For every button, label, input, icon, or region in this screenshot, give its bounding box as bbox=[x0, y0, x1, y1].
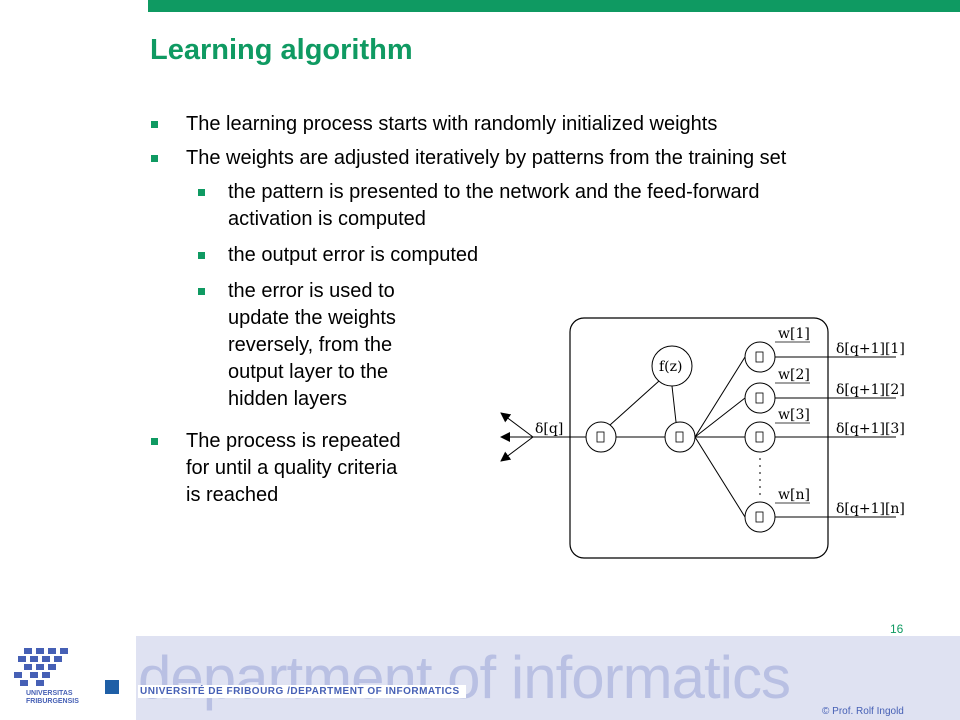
bullet-text: The learning process starts with randoml… bbox=[186, 113, 718, 135]
sub-bullet-text: reversely, from the bbox=[228, 334, 393, 356]
weight-label: w[3] bbox=[778, 407, 810, 423]
bullet-item: The weights are adjusted iteratively by … bbox=[151, 145, 787, 172]
university-logo: UNIVERSITAS FRIBURGENSIS bbox=[14, 648, 79, 705]
sub-bullet-text: the error is used to bbox=[228, 280, 395, 302]
bullet-square-icon bbox=[151, 438, 158, 445]
output-node bbox=[744, 421, 776, 453]
department-wordmark: department of informatics bbox=[138, 644, 791, 711]
sub-bullet-text: activation is computed bbox=[228, 208, 426, 230]
bullet-text: for until a quality criteria bbox=[186, 457, 398, 479]
sub-bullet-item: the pattern is presented to the network … bbox=[198, 179, 760, 233]
weight-label: w[1] bbox=[778, 326, 810, 342]
delta-out-label: δ[q+1][1] bbox=[836, 341, 905, 357]
sub-bullet-text: the pattern is presented to the network … bbox=[228, 181, 760, 203]
bullet-square-icon bbox=[198, 252, 205, 259]
copyright-notice: © Prof. Rolf Ingold bbox=[822, 706, 904, 717]
sub-bullet-text: update the weights bbox=[228, 307, 396, 329]
logo-text: FRIBURGENSIS bbox=[26, 698, 79, 705]
neuron-box bbox=[569, 317, 829, 559]
sub-bullet-item: the output error is computed bbox=[198, 242, 479, 269]
page-number: 16 bbox=[890, 622, 904, 636]
delta-out-label: δ[q+1][n] bbox=[836, 501, 905, 517]
bullet-square-icon bbox=[151, 155, 158, 162]
function-label: f(z) bbox=[659, 359, 682, 375]
logo-mosaic-icon bbox=[14, 648, 68, 686]
bullet-square-icon bbox=[198, 288, 205, 295]
output-node bbox=[744, 501, 776, 533]
sub-bullet-text: the output error is computed bbox=[228, 244, 479, 266]
backprop-arrow bbox=[500, 436, 534, 462]
weight-label: w[2] bbox=[778, 367, 810, 383]
delta-in-label: δ[q] bbox=[535, 421, 563, 437]
bullet-text: The process is repeated bbox=[186, 430, 401, 452]
sub-bullet-text: output layer to the bbox=[228, 361, 389, 383]
sub-bullet-text: hidden layers bbox=[228, 388, 347, 410]
sum-node bbox=[664, 421, 696, 453]
delta-out-label: δ[q+1][2] bbox=[836, 382, 905, 398]
brand-square-icon bbox=[105, 680, 119, 694]
bullet-square-icon bbox=[151, 121, 158, 128]
input-node bbox=[585, 421, 617, 453]
sub-bullet-item: the error is used to update the weights … bbox=[198, 278, 396, 413]
footer-band bbox=[136, 636, 960, 720]
logo-text: UNIVERSITAS bbox=[26, 690, 73, 697]
delta-out-label: δ[q+1][3] bbox=[836, 421, 905, 437]
bullet-item: The process is repeated for until a qual… bbox=[151, 428, 401, 509]
bullet-text: The weights are adjusted iteratively by … bbox=[186, 147, 787, 169]
bullet-item: The learning process starts with randoml… bbox=[151, 111, 718, 138]
bullet-square-icon bbox=[198, 189, 205, 196]
top-accent-bar bbox=[148, 0, 960, 12]
backprop-arrow bbox=[500, 412, 534, 438]
bullet-text: is reached bbox=[186, 484, 279, 506]
weight-label: w[n] bbox=[778, 487, 810, 503]
slide-title: Learning algorithm bbox=[150, 34, 413, 66]
university-line: UNIVERSITÉ DE FRIBOURG /DEPARTMENT OF IN… bbox=[138, 685, 466, 698]
output-node bbox=[744, 382, 776, 414]
output-node bbox=[744, 341, 776, 373]
